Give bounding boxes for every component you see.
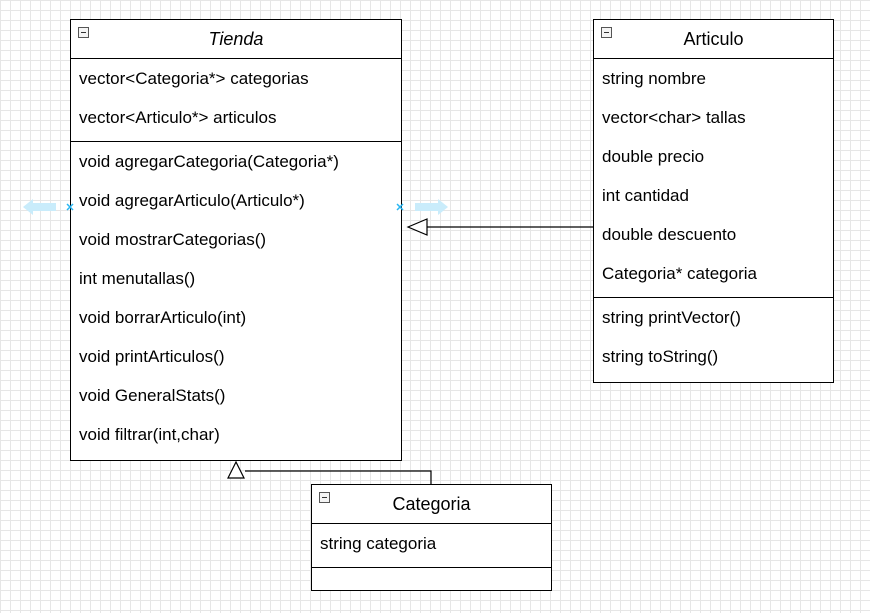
class-name: Categoria [392,494,471,514]
class-categoria[interactable]: Categoria string categoria [311,484,552,591]
class-name: Tienda [208,29,264,49]
method[interactable]: void agregarCategoria(Categoria*) [79,152,339,171]
method[interactable]: void GeneralStats() [79,386,226,405]
method[interactable]: void borrarArticulo(int) [79,308,247,327]
hollow-triangle-icon [406,218,428,236]
attribute[interactable]: vector<Articulo*> articulos [79,108,277,127]
hollow-triangle-icon [227,460,245,479]
attributes-section: string categoria [312,524,551,568]
generalization-articulo-tienda[interactable] [406,218,593,236]
attribute[interactable]: double precio [602,147,705,166]
method[interactable]: void filtrar(int,char) [79,425,220,444]
connect-arrow-right-icon[interactable] [415,199,448,215]
class-categoria-header: Categoria [312,485,551,524]
attributes-section: string nombre vector<char> tallas double… [594,59,833,298]
class-name: Articulo [683,29,744,49]
class-articulo[interactable]: Articulo string nombre vector<char> tall… [593,19,834,383]
attribute[interactable]: int cantidad [602,186,689,205]
method[interactable]: void printArticulos() [79,347,225,366]
collapse-icon[interactable] [319,492,330,503]
method[interactable]: string toString() [602,347,719,366]
method[interactable]: void mostrarCategorias() [79,230,267,249]
methods-section: string printVector() string toString() [594,298,833,380]
attribute[interactable]: vector<char> tallas [602,108,746,127]
attribute[interactable]: Categoria* categoria [602,264,757,283]
method[interactable]: int menutallas() [79,269,196,288]
class-articulo-header: Articulo [594,20,833,59]
class-tienda-header: Tienda [71,20,401,59]
connection-point-icon[interactable] [396,203,404,211]
attribute[interactable]: double descuento [602,225,737,244]
connect-arrow-left-icon[interactable] [23,199,56,215]
methods-section: void agregarCategoria(Categoria*) void a… [71,142,401,458]
collapse-icon[interactable] [78,27,89,38]
class-tienda[interactable]: Tienda vector<Categoria*> categorias vec… [70,19,402,461]
method[interactable]: void agregarArticulo(Articulo*) [79,191,305,210]
attribute[interactable]: string nombre [602,69,706,88]
connection-point-icon[interactable] [66,203,74,211]
attributes-section: vector<Categoria*> categorias vector<Art… [71,59,401,142]
attribute[interactable]: vector<Categoria*> categorias [79,69,309,88]
collapse-icon[interactable] [601,27,612,38]
attribute[interactable]: string categoria [320,534,437,553]
method[interactable]: string printVector() [602,308,741,327]
generalization-categoria-tienda[interactable] [227,460,432,484]
